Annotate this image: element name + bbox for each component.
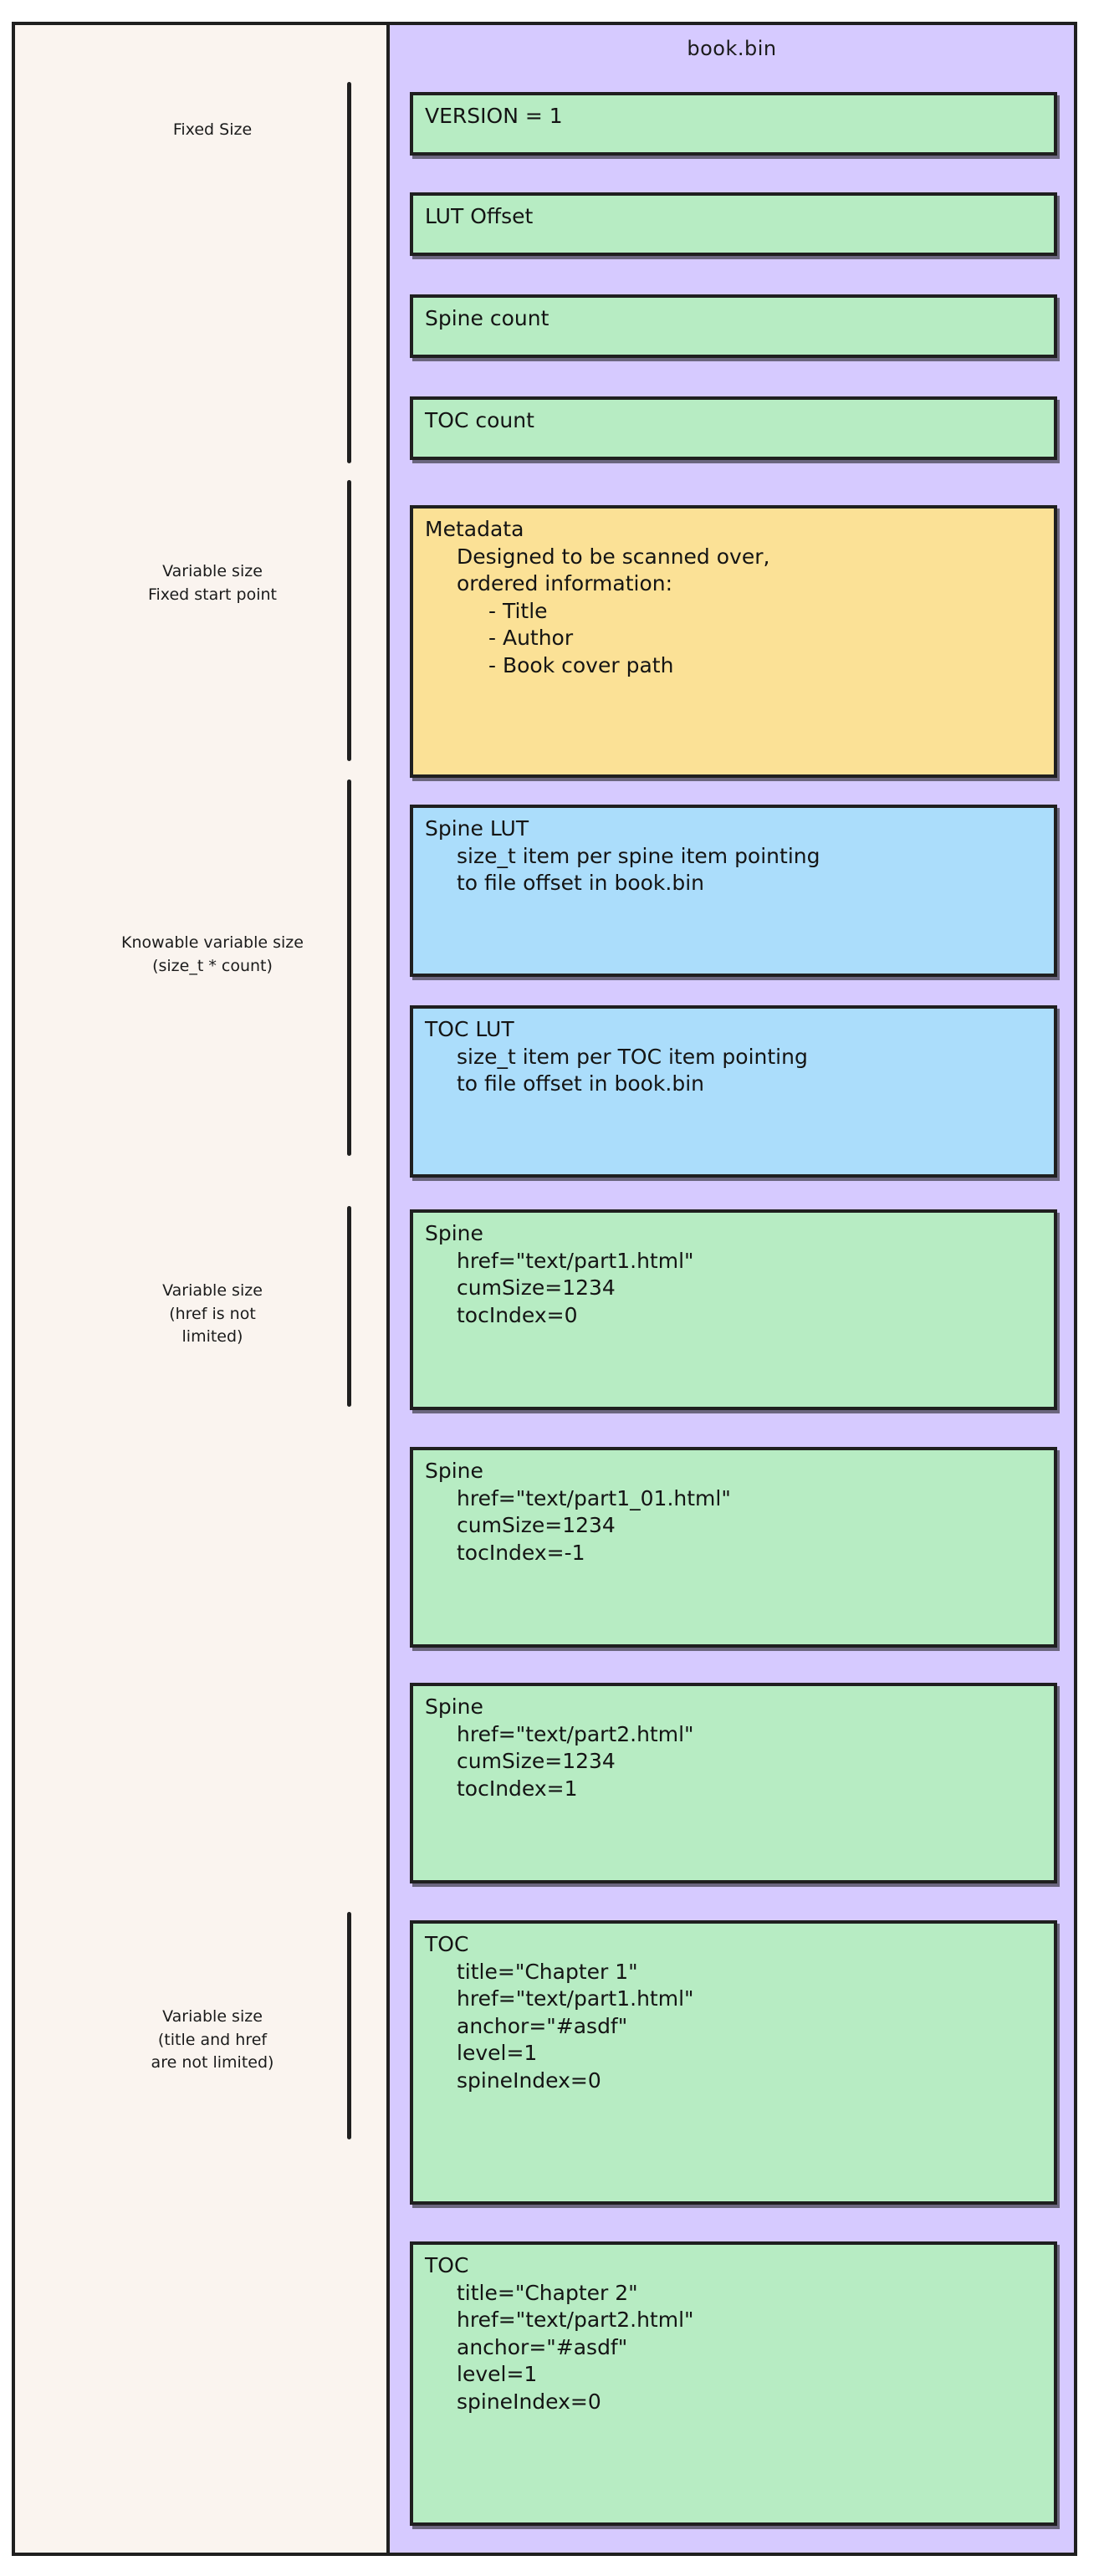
- block-header: LUT Offset: [425, 204, 534, 228]
- block-line: tocIndex=1: [457, 1776, 578, 1801]
- block-header: TOC count: [425, 408, 534, 432]
- annotation-variable-title-href: Variable size (title and href are not li…: [151, 2007, 274, 2073]
- annotation-column: Fixed Size Variable size Fixed start poi…: [15, 25, 390, 2553]
- block-header: Spine count: [425, 306, 549, 330]
- block-toc-2: TOC title="Chapter 2" href="text/part2.h…: [410, 2241, 1057, 2526]
- block-spine-count: Spine count: [410, 294, 1057, 358]
- block-line: ordered information:: [457, 571, 673, 595]
- book-bin-file-column: book.bin VERSION = 1 LUT Offset Spine co…: [390, 25, 1074, 2553]
- block-header: Spine LUT: [425, 816, 529, 841]
- block-header: TOC LUT: [425, 1017, 514, 1041]
- block-line: tocIndex=0: [457, 1302, 578, 1327]
- block-bullet: - Author: [488, 626, 574, 650]
- block-toc-count: TOC count: [410, 396, 1057, 460]
- block-metadata: Metadata Designed to be scanned over, or…: [410, 505, 1057, 778]
- block-toc-lut: TOC LUT size_t item per TOC item pointin…: [410, 1005, 1057, 1178]
- block-header: VERSION = 1: [425, 104, 563, 128]
- bracket-variable-title-href: [347, 1912, 351, 2139]
- annotation-fixed-size: Fixed Size: [172, 120, 253, 139]
- block-line: Designed to be scanned over,: [457, 544, 770, 569]
- block-line: cumSize=1234: [457, 1749, 616, 1773]
- block-lut-offset: LUT Offset: [410, 192, 1057, 256]
- book-bin-layout-diagram: Fixed Size Variable size Fixed start poi…: [12, 22, 1077, 2556]
- block-line: spineIndex=0: [457, 2067, 601, 2093]
- block-bullet: - Book cover path: [488, 652, 674, 677]
- block-line: size_t item per spine item pointing: [457, 843, 820, 868]
- block-line: href="text/part1.html": [457, 1986, 694, 2011]
- block-toc-1: TOC title="Chapter 1" href="text/part1.h…: [410, 1920, 1057, 2205]
- block-header: Spine: [425, 1221, 483, 1245]
- bracket-variable-href: [347, 1206, 351, 1407]
- block-line: tocIndex=-1: [457, 1540, 585, 1565]
- annotation-variable-href: Variable size (href is not limited): [162, 1281, 263, 1347]
- block-spine-3: Spine href="text/part2.html" cumSize=123…: [410, 1683, 1057, 1883]
- block-line: href="text/part1.html": [457, 1248, 694, 1273]
- block-header: Spine: [425, 1459, 483, 1483]
- block-line: title="Chapter 2": [457, 2280, 638, 2305]
- block-spine-1: Spine href="text/part1.html" cumSize=123…: [410, 1209, 1057, 1410]
- block-line: spineIndex=0: [457, 2389, 601, 2414]
- block-line: href="text/part2.html": [457, 2308, 694, 2332]
- block-line: anchor="#asdf": [457, 2334, 628, 2359]
- block-line: anchor="#asdf": [457, 2013, 628, 2038]
- block-line: href="text/part2.html": [457, 1721, 694, 1746]
- block-line: href="text/part1_01.html": [457, 1485, 731, 1510]
- block-bullet: - Title: [488, 598, 548, 623]
- annotation-knowable-variable: Knowable variable size (size_t * count): [121, 933, 304, 975]
- bracket-knowable-variable: [347, 779, 351, 1156]
- bracket-fixed-size: [347, 82, 351, 463]
- file-title: book.bin: [687, 37, 777, 60]
- block-header: Metadata: [425, 517, 524, 541]
- block-spine-2: Spine href="text/part1_01.html" cumSize=…: [410, 1447, 1057, 1648]
- block-header: TOC: [425, 2253, 469, 2277]
- block-line: level=1: [457, 2362, 538, 2386]
- block-line: cumSize=1234: [457, 1513, 616, 1537]
- annotation-variable-fixed-start: Variable size Fixed start point: [147, 562, 278, 604]
- block-spine-lut: Spine LUT size_t item per spine item poi…: [410, 805, 1057, 977]
- block-line: size_t item per TOC item pointing: [457, 1044, 808, 1069]
- block-line: to file offset in book.bin: [457, 871, 705, 895]
- block-line: level=1: [457, 2041, 538, 2065]
- block-line: title="Chapter 1": [457, 1959, 638, 1984]
- block-version: VERSION = 1: [410, 92, 1057, 156]
- block-line: to file offset in book.bin: [457, 1071, 705, 1096]
- bracket-variable-fixed-start: [347, 480, 351, 761]
- block-line: cumSize=1234: [457, 1275, 616, 1300]
- block-header: TOC: [425, 1932, 469, 1956]
- block-header: Spine: [425, 1694, 483, 1719]
